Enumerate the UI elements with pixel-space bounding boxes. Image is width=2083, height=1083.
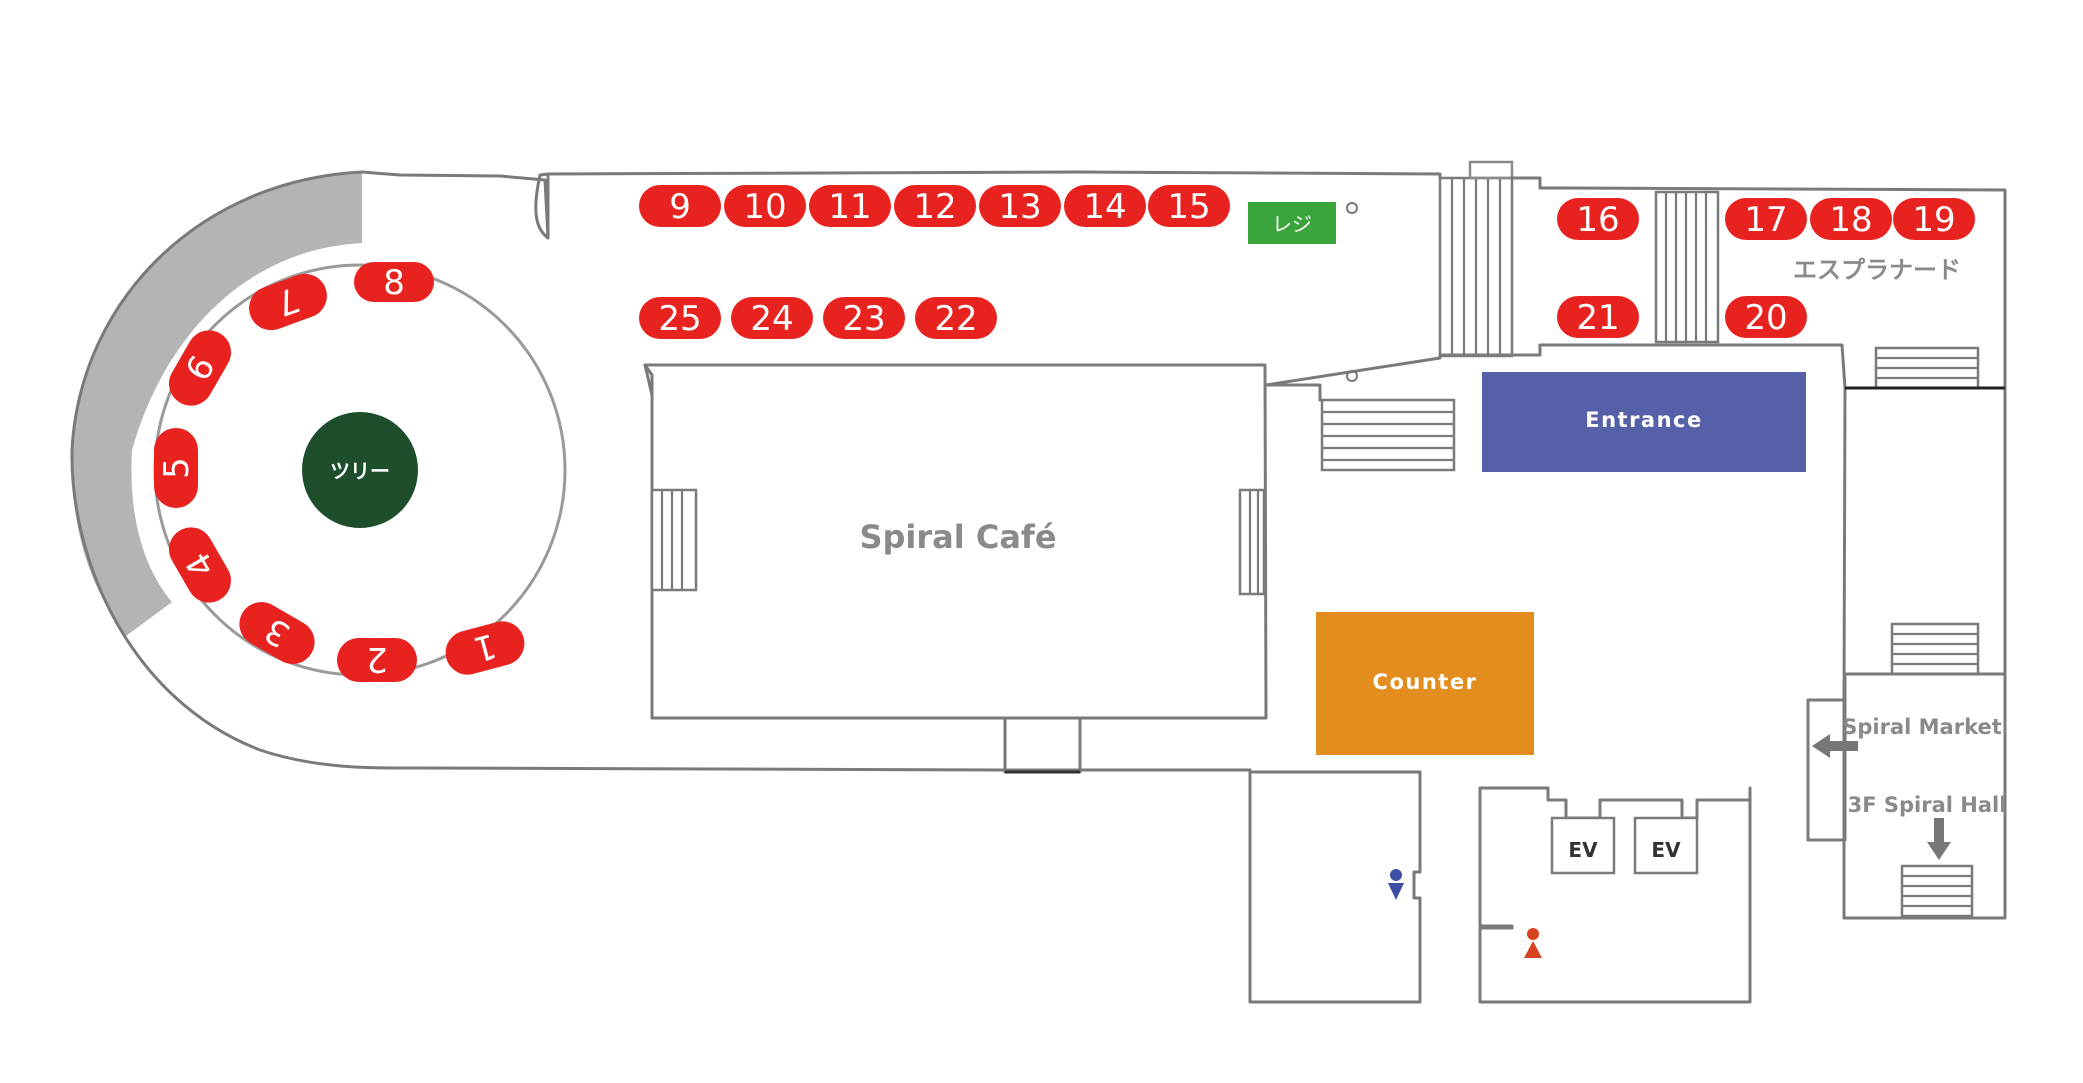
ev-1-box xyxy=(1550,816,1616,875)
tree-circle xyxy=(302,412,418,528)
esplanade-stairs xyxy=(1654,190,1720,344)
female-restroom-icon xyxy=(1524,928,1542,958)
cafe-room: Spiral Café xyxy=(643,363,1268,720)
ev-2-label: EV xyxy=(1651,838,1681,862)
booth-18[interactable]: 18 xyxy=(1810,198,1892,240)
booth-1[interactable]: 1 xyxy=(441,616,530,679)
svg-text:24: 24 xyxy=(750,299,793,339)
central-stairs xyxy=(1438,160,1514,358)
arrow-down-icon xyxy=(1927,818,1951,860)
cafe-door xyxy=(1003,716,1082,774)
booth-19[interactable]: 19 xyxy=(1893,198,1975,240)
outer-wall-main xyxy=(70,170,1442,772)
svg-text:12: 12 xyxy=(913,187,956,227)
svg-text:21: 21 xyxy=(1576,298,1619,338)
booth-23[interactable]: 23 xyxy=(823,297,905,339)
right-stairs-mid xyxy=(1890,622,1980,676)
booth-15[interactable]: 15 xyxy=(1148,185,1230,227)
counter-box xyxy=(1316,612,1534,755)
booth-8[interactable]: 8 xyxy=(354,262,434,303)
booth-2[interactable]: 2 xyxy=(337,638,417,682)
booth-13[interactable]: 13 xyxy=(979,185,1061,227)
register-box xyxy=(1248,202,1336,244)
svg-text:8: 8 xyxy=(383,263,405,303)
svg-text:18: 18 xyxy=(1829,200,1872,240)
svg-text:17: 17 xyxy=(1744,200,1787,240)
svg-text:15: 15 xyxy=(1167,187,1210,227)
booth-25[interactable]: 25 xyxy=(639,297,721,339)
booth-24[interactable]: 24 xyxy=(731,297,813,339)
booth-3[interactable]: 3 xyxy=(231,594,322,672)
booth-4[interactable]: 4 xyxy=(161,519,239,610)
gray-walkway xyxy=(71,172,362,636)
booth-16[interactable]: 16 xyxy=(1557,198,1639,240)
svg-text:14: 14 xyxy=(1083,187,1126,227)
booth-21[interactable]: 21 xyxy=(1557,296,1639,338)
booth-9[interactable]: 9 xyxy=(639,185,721,227)
restroom-male-room xyxy=(1248,768,1422,1004)
ev-2-box xyxy=(1633,816,1699,875)
booth-10[interactable]: 10 xyxy=(724,185,806,227)
svg-text:5: 5 xyxy=(157,457,197,479)
spiral-hall-label: 3F Spiral Hall xyxy=(1848,793,2007,817)
svg-text:20: 20 xyxy=(1744,298,1787,338)
booth-22[interactable]: 22 xyxy=(915,297,997,339)
tree-label: ツリー xyxy=(330,459,390,483)
right-stairs-top xyxy=(1845,346,2005,390)
entrance-label: Entrance xyxy=(1585,408,1703,432)
cafe-label: Spiral Café xyxy=(859,518,1056,556)
esplanade-label: エスプラナード xyxy=(1793,256,1961,284)
counter-label: Counter xyxy=(1373,670,1478,694)
booth-17[interactable]: 17 xyxy=(1725,198,1807,240)
booth-14[interactable]: 14 xyxy=(1064,185,1146,227)
right-stairs-bottom xyxy=(1900,864,1974,918)
svg-text:10: 10 xyxy=(743,187,786,227)
male-restroom-icon xyxy=(1388,869,1404,900)
svg-text:23: 23 xyxy=(842,299,885,339)
booth-12[interactable]: 12 xyxy=(894,185,976,227)
arrow-left-icon xyxy=(1812,734,1858,758)
booth-7[interactable]: 7 xyxy=(243,268,333,337)
ev-1-label: EV xyxy=(1568,838,1598,862)
entrance-box xyxy=(1482,372,1806,472)
svg-text:9: 9 xyxy=(669,187,691,227)
svg-text:11: 11 xyxy=(828,187,871,227)
svg-text:2: 2 xyxy=(366,639,388,679)
spiral-market-label: Spiral Market xyxy=(1842,715,2002,739)
register-label: レジ xyxy=(1272,212,1312,236)
booth-20[interactable]: 20 xyxy=(1725,296,1807,338)
svg-text:19: 19 xyxy=(1912,200,1955,240)
svg-text:16: 16 xyxy=(1576,200,1619,240)
booth-11[interactable]: 11 xyxy=(809,185,891,227)
booth-6[interactable]: 6 xyxy=(161,322,239,413)
market-wall xyxy=(1806,672,2007,842)
pillar-dot-2 xyxy=(1346,370,1358,382)
pillar-dot-1 xyxy=(1346,202,1358,214)
booth-5[interactable]: 5 xyxy=(154,428,198,508)
entrance-stairs xyxy=(1320,398,1456,472)
svg-text:25: 25 xyxy=(658,299,701,339)
ev-block xyxy=(1478,786,1752,1004)
svg-text:13: 13 xyxy=(998,187,1041,227)
svg-text:22: 22 xyxy=(934,299,977,339)
